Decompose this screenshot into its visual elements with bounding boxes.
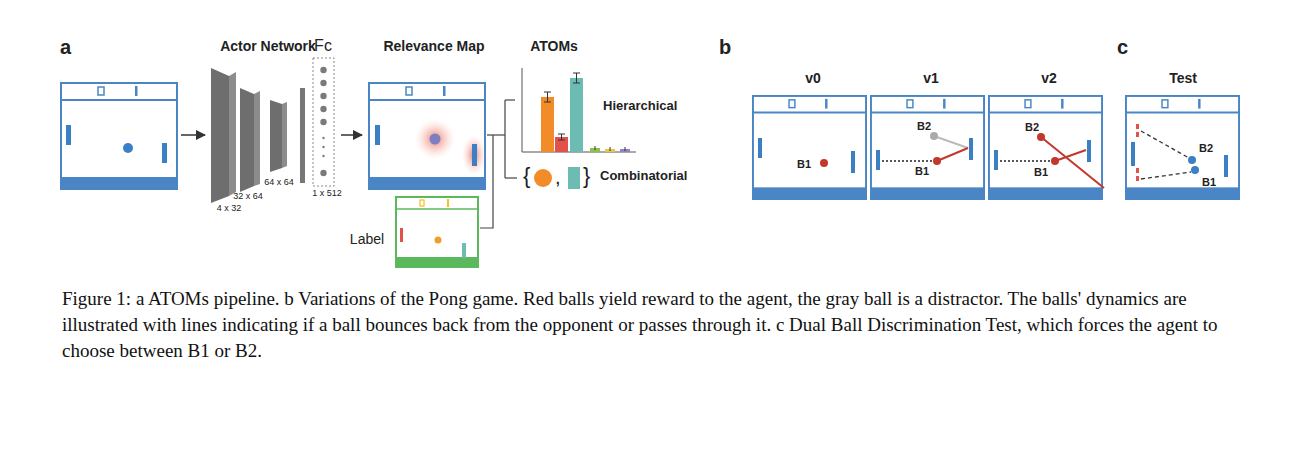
comma: , bbox=[555, 166, 561, 189]
panel-node: 64 x 64 bbox=[266, 98, 294, 190]
section-title: Actor Network bbox=[220, 38, 316, 54]
panel-title: v2 bbox=[1041, 70, 1057, 86]
layer-size: 32 x 64 bbox=[233, 191, 263, 201]
panel-node: v0 bbox=[752, 68, 867, 201]
panel-node: Label bbox=[354, 194, 481, 270]
panel-node: 32 x 64 bbox=[238, 86, 266, 206]
ball-name: B1 bbox=[1202, 176, 1216, 189]
panel-node: v1 bbox=[870, 68, 985, 201]
ball-name: B2 bbox=[1199, 142, 1213, 155]
panel-title: v1 bbox=[923, 70, 939, 86]
panel-node: v2 bbox=[988, 68, 1103, 201]
fc-name: Fc bbox=[314, 37, 332, 55]
panel-letter: b bbox=[719, 36, 731, 59]
panel-node: Fc 1 x 512 bbox=[308, 36, 340, 202]
panel-title: v0 bbox=[805, 70, 821, 86]
panel-node: Test bbox=[1125, 68, 1240, 201]
flow-arrow bbox=[341, 134, 362, 136]
ball-name: B1 bbox=[1034, 166, 1048, 179]
ball-name: B2 bbox=[1025, 121, 1039, 134]
panel-node: Relevance Map bbox=[366, 36, 488, 192]
atom-type: Hierarchical bbox=[603, 99, 677, 114]
panel-title: Relevance Map bbox=[383, 38, 484, 54]
ball-name: B1 bbox=[797, 158, 811, 171]
ball-name: B1 bbox=[915, 165, 929, 178]
layer-size: 64 x 64 bbox=[264, 177, 294, 187]
layer-size: 4 x 32 bbox=[217, 203, 242, 213]
brace: } bbox=[583, 163, 590, 188]
figure-caption: Figure 1: a ATOMs pipeline. b Variations… bbox=[62, 286, 1247, 364]
section-title: ATOMs bbox=[530, 38, 578, 54]
panel-letter: a bbox=[60, 36, 71, 59]
layer-size: 1 x 512 bbox=[312, 188, 342, 198]
panel-title: Label bbox=[350, 231, 384, 247]
atom-type: Combinatorial bbox=[600, 169, 687, 184]
panel-letter: c bbox=[1117, 36, 1128, 59]
ball-name: B2 bbox=[917, 120, 931, 133]
panel-title: Test bbox=[1169, 70, 1197, 86]
brace: { bbox=[523, 163, 530, 188]
